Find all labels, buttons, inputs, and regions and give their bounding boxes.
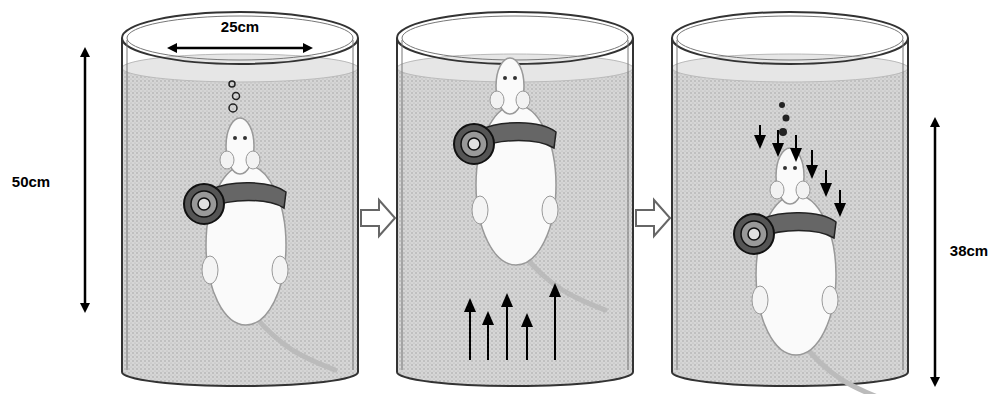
width-dimension: 25cm [221, 19, 259, 34]
step-arrow [636, 200, 670, 236]
depth-dimension: 38cm [950, 243, 988, 258]
height-arrow [84, 52, 87, 308]
cylinder [122, 12, 358, 386]
step-arrow [361, 200, 395, 236]
height-arrow [934, 122, 937, 382]
cylinder [397, 12, 633, 386]
height-dimension: 50cm [12, 174, 50, 189]
cylinder [672, 12, 908, 394]
